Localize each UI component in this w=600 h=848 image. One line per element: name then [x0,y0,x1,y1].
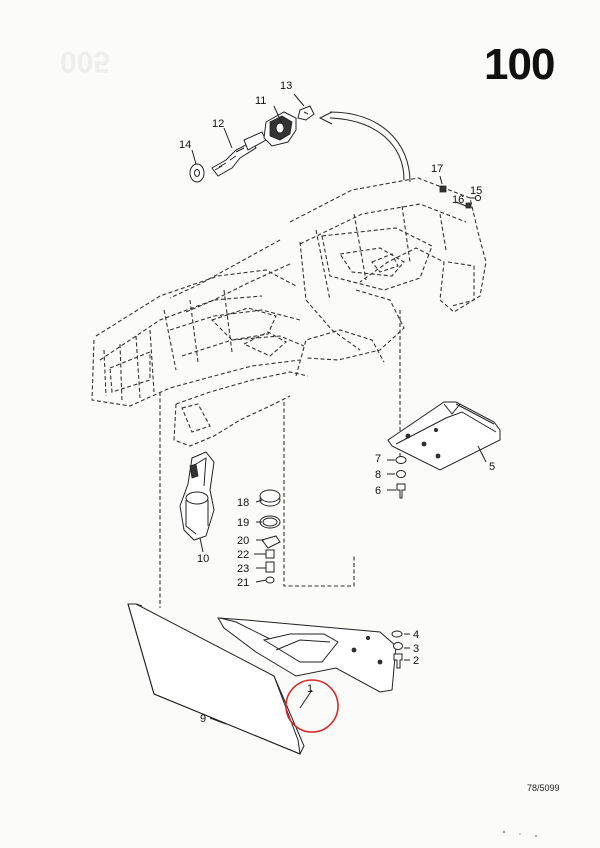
callout-16: 16 [452,194,464,206]
drawing-code: 78/5099 [527,783,560,793]
callout-22: 22 [237,549,249,561]
cap-and-fittings [259,489,281,584]
cover-plate [217,617,397,693]
vehicle-frame [91,177,487,608]
callout-1: 1 [307,683,313,695]
callout-9: 9 [200,713,206,725]
callout-6: 6 [375,485,381,497]
callout-4: 4 [413,629,419,641]
page-number: 100 [484,40,555,89]
scan-specks [502,830,537,837]
callout-8: 8 [375,469,381,481]
cover-plate-fasteners [391,630,403,669]
callout-14: 14 [179,139,191,151]
callout-21: 21 [237,577,249,589]
skid-plate-fasteners [395,456,407,499]
callout-15: 15 [470,185,482,197]
callout-2: 2 [413,655,419,667]
frame-bolt-detail [439,185,482,209]
callout-13: 13 [280,80,292,92]
bushing-assembly [189,105,411,183]
highlight-circle [285,679,339,733]
callout-5: 5 [489,461,495,473]
leader-lines [191,93,487,725]
callout-18: 18 [237,497,249,509]
callout-7: 7 [375,453,381,465]
callout-17: 17 [431,163,443,175]
callout-10: 10 [197,553,209,565]
side-panel [127,603,305,755]
callout-20: 20 [237,535,249,547]
callout-3: 3 [413,643,419,655]
callout-12: 12 [212,118,224,130]
callout-23: 23 [237,563,249,575]
skid-plate [387,401,501,471]
callout-19: 19 [237,517,249,529]
callout-11: 11 [255,95,266,107]
filler-hose-assembly [179,451,215,541]
callout-labels: 1 2 3 4 5 6 7 8 9 10 11 12 13 14 15 16 1… [179,80,495,725]
